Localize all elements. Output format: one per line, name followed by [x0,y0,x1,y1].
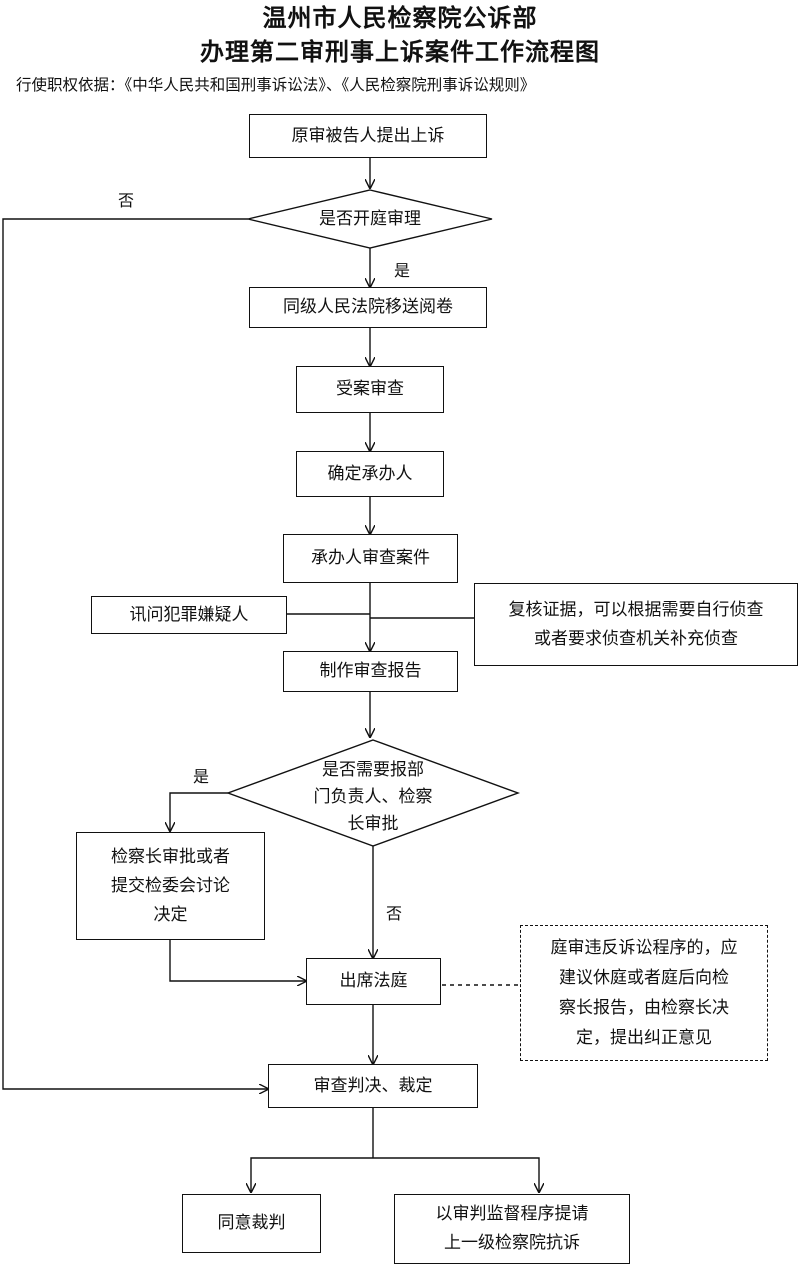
step-make-report: 制作审查报告 [283,651,458,692]
decision-open-court-label: 是否开庭审理 [319,209,421,229]
label-no-report: 否 [386,904,403,923]
arrow-to-agree [251,1157,373,1192]
step-assign-handler: 确定承办人 [296,451,444,497]
step-transfer-files: 同级人民法院移送阅卷 [249,287,487,328]
step-judgment: 审查判决、裁定 [268,1064,478,1108]
step-verify-evidence: 复核证据，可以根据需要自行侦查 或者要求侦查机关补充侦查 [474,583,798,666]
result-agree: 同意裁判 [182,1194,321,1253]
step-attend-court: 出席法庭 [306,958,441,1005]
label-no-open-court: 否 [118,191,135,210]
step-handler-review: 承办人审查案件 [283,534,458,583]
arrow-no-to-judgment [2,218,268,1089]
label-yes-report: 是 [193,767,210,786]
arrow-to-protest [373,1157,539,1192]
page-title-line1: 温州市人民检察院公诉部 [262,4,538,32]
step-interrogate: 讯问犯罪嫌疑人 [91,596,287,634]
step-chief-approval: 检察长审批或者 提交检委会讨论 决定 [76,832,265,940]
arrow-chief-to-court [169,940,306,981]
decision-report-label: 是否需要报部 门负责人、检察 长审批 [313,760,433,834]
arrow-yes-to-chief [170,792,228,831]
page-title-line2: 办理第二审刑事上诉案件工作流程图 [200,38,600,66]
step-accept-review: 受案审查 [296,366,444,413]
step-appeal: 原审被告人提出上诉 [249,114,487,158]
label-yes-open-court: 是 [394,261,411,280]
legal-basis: 行使职权依据：《中华人民共和国刑事诉讼法》、《人民检察院刑事诉讼规则》 [16,76,536,94]
result-protest: 以审判监督程序提请 上一级检察院抗诉 [394,1194,630,1264]
note-court-violation: 庭审违反诉讼程序的，应 建议休庭或者庭后向检 察长报告，由检察长决 定，提出纠正… [520,925,768,1061]
